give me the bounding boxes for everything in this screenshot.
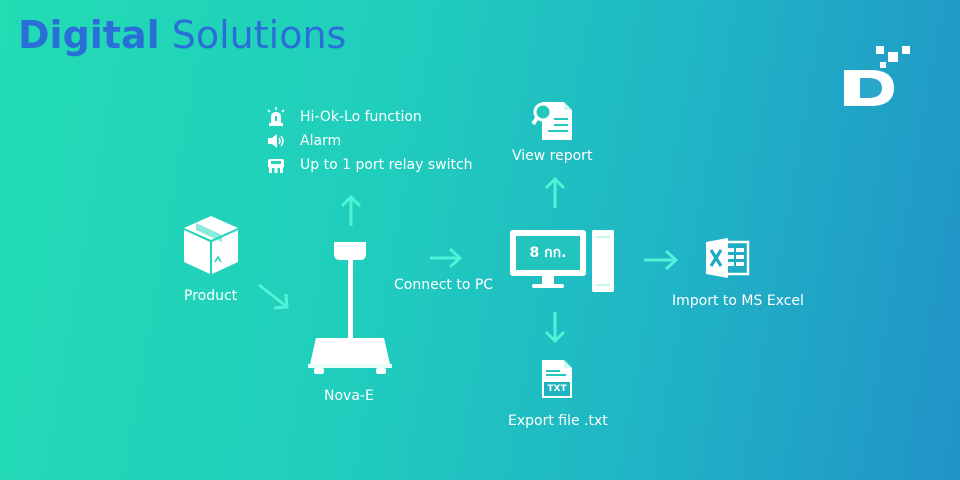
speaker-icon xyxy=(266,131,286,151)
relay-icon xyxy=(266,155,286,175)
arrow-down-txt xyxy=(544,310,566,344)
txt-file-icon: TXT xyxy=(540,358,574,400)
arrow-scale-to-pc xyxy=(428,246,464,270)
arrow-product-to-scale xyxy=(256,282,292,312)
siren-icon xyxy=(266,107,286,127)
computer-icon: 8 กก. xyxy=(508,228,618,294)
arrow-up-report xyxy=(544,176,566,210)
title-light: Solutions xyxy=(171,13,347,57)
report-search-icon xyxy=(531,100,574,142)
txt-label: Export file .txt xyxy=(508,413,608,429)
d-logo-icon xyxy=(842,44,914,108)
feature-label: Up to 1 port relay switch xyxy=(300,157,473,173)
title-bold: Digital xyxy=(18,13,160,57)
feature-relay: Up to 1 port relay switch xyxy=(266,154,473,176)
pc-screen-text: 8 กก. xyxy=(529,245,567,261)
report-label: View report xyxy=(512,148,593,164)
arrow-pc-to-excel xyxy=(642,248,680,272)
page-title: Digital Solutions xyxy=(18,10,346,60)
product-label: Product xyxy=(184,288,238,304)
scale-label: Nova-E xyxy=(324,388,374,404)
excel-label: Import to MS Excel xyxy=(672,293,804,309)
connect-label: Connect to PC xyxy=(394,277,494,293)
excel-icon xyxy=(706,238,750,278)
feature-label: Hi-Ok-Lo function xyxy=(300,109,422,125)
txt-badge: TXT xyxy=(547,384,567,394)
feature-label: Alarm xyxy=(300,133,342,149)
platform-scale-icon xyxy=(304,240,396,378)
box-icon xyxy=(182,214,240,276)
feature-hi-ok-lo: Hi-Ok-Lo function xyxy=(266,106,422,128)
feature-alarm: Alarm xyxy=(266,130,341,152)
arrow-up-features xyxy=(340,194,362,228)
